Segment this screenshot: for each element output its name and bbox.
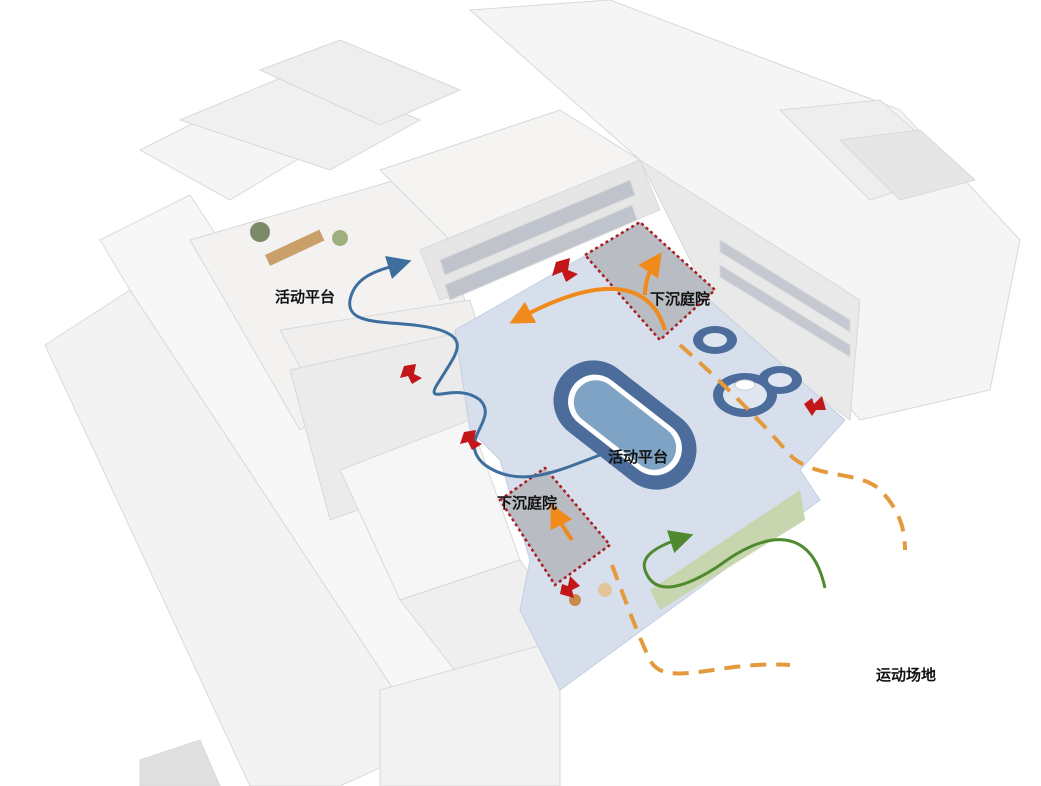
planters [250, 222, 612, 606]
plaza-lower-green-edge [650, 490, 805, 610]
orange-flow-arrow-lower [550, 503, 574, 542]
red-arrow-5 [560, 576, 580, 598]
red-arrow-2 [400, 364, 422, 384]
green-flow-arrow [642, 530, 827, 589]
orange-flow-arrow-main [509, 286, 667, 331]
orange-dashed-path-lower [610, 564, 791, 676]
label-sunken-courtyard-lower: 下沉庭院 [497, 494, 558, 512]
label-activity-platform-left: 活动平台 [275, 288, 336, 306]
red-arrow-3 [460, 430, 482, 450]
red-entry-arrows [400, 258, 826, 598]
label-sports-field: 运动场地 [876, 666, 937, 684]
orange-flow-arrow-up [638, 252, 662, 296]
running-track [553, 360, 697, 490]
label-sunken-courtyard-upper: 下沉庭院 [650, 290, 711, 308]
sunken-courtyard-upper [583, 220, 717, 342]
red-arrow-4 [804, 396, 826, 416]
blue-flow-arrow [348, 255, 601, 479]
label-activity-platform-center: 活动平台 [608, 448, 669, 466]
red-arrow-1 [552, 258, 578, 282]
building-massing [44, 0, 1021, 786]
orange-dashed-path-right [678, 343, 907, 551]
play-pool [693, 326, 802, 417]
